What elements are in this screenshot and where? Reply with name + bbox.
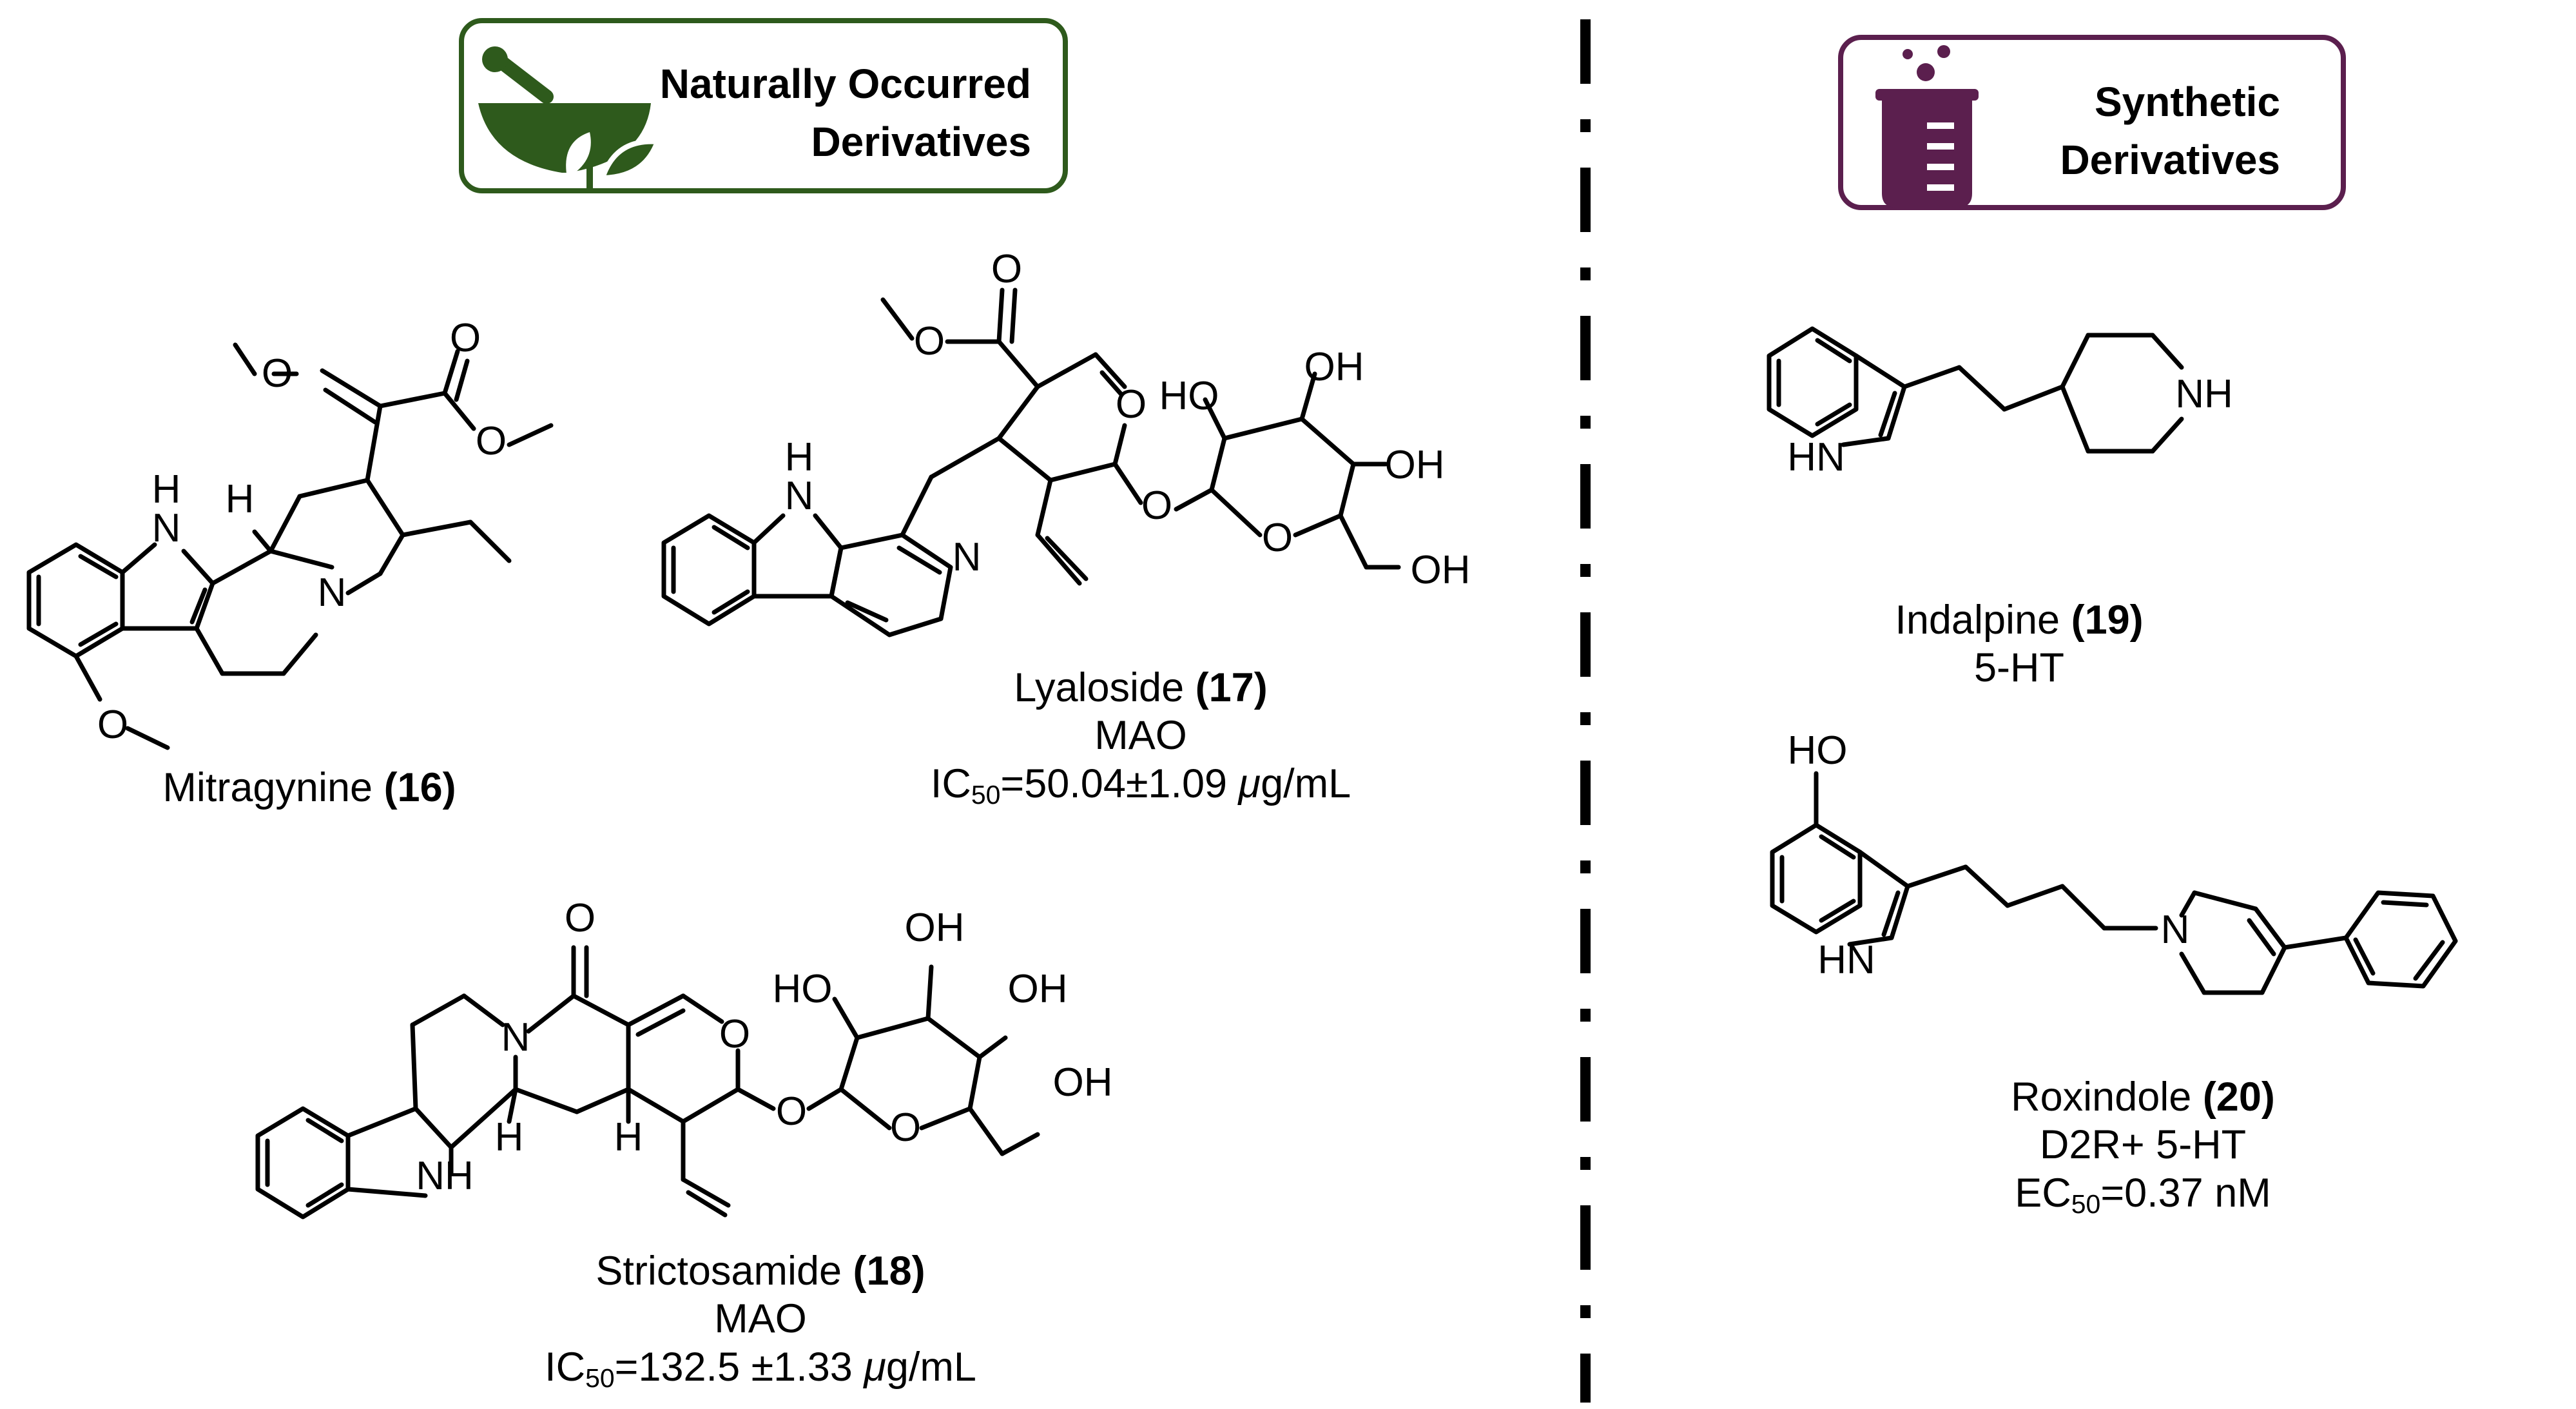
compound-target: MAO: [1094, 713, 1187, 759]
compound-number: (20): [2202, 1074, 2275, 1120]
svg-text:N: N: [953, 535, 982, 579]
svg-text:H: H: [152, 467, 181, 512]
natural-badge-line2: Derivatives: [811, 119, 1031, 165]
svg-text:OH: OH: [1385, 443, 1445, 487]
svg-text:O: O: [1141, 483, 1172, 528]
svg-text:NH: NH: [416, 1154, 474, 1198]
svg-text:OH: OH: [1008, 967, 1068, 1011]
svg-text:O: O: [890, 1105, 921, 1150]
svg-text:OH: OH: [1053, 1060, 1113, 1105]
caption-indalpine: Indalpine (19) 5-HT: [1895, 596, 2143, 692]
natural-badge: Naturally Occurred Derivatives: [459, 18, 1068, 193]
svg-text:H: H: [614, 1115, 643, 1160]
roxindole-structure: [1770, 771, 2458, 995]
svg-text:O: O: [914, 319, 945, 364]
lyaloside-structure: [661, 287, 1401, 637]
svg-text:H: H: [785, 435, 814, 480]
caption-roxindole: Roxindole (20) D2R+ 5-HT EC50=0.37 nM: [2011, 1073, 2275, 1220]
compound-name: Lyaloside: [1014, 665, 1185, 710]
compound-number: (18): [853, 1249, 925, 1294]
svg-text:O: O: [476, 419, 507, 463]
beaker-icon: [1875, 45, 1979, 208]
synthetic-badge-line1: Synthetic: [2095, 79, 2280, 125]
svg-text:H: H: [226, 477, 255, 521]
strictosamide-structure: [255, 945, 1040, 1220]
synthetic-badge-line2: Derivatives: [2060, 137, 2280, 183]
svg-text:OH: OH: [905, 906, 965, 950]
svg-text:HN: HN: [1787, 435, 1845, 480]
compound-name: Roxindole: [2011, 1074, 2192, 1120]
svg-text:O: O: [719, 1012, 750, 1056]
svg-text:N: N: [785, 474, 814, 518]
indalpine-labels: HN NH: [1787, 372, 2233, 480]
compound-ic50: IC50=50.04±1.09 μg/mL: [930, 761, 1351, 810]
svg-text:O: O: [1116, 382, 1147, 427]
synthetic-badge: Synthetic Derivatives: [1838, 35, 2346, 210]
mitragynine-labels: H N H N O O O O: [97, 316, 507, 747]
svg-text:NH: NH: [2175, 372, 2233, 416]
svg-text:O: O: [1262, 516, 1293, 560]
indalpine-structure: [1767, 326, 2184, 454]
svg-text:N: N: [501, 1015, 530, 1060]
svg-text:HO: HO: [773, 967, 833, 1011]
mitragynine-structure: [26, 342, 554, 750]
mortar-pestle-leaf-icon: [477, 46, 661, 193]
svg-text:OH: OH: [1304, 345, 1364, 389]
svg-text:O: O: [565, 896, 596, 940]
natural-badge-line1: Naturally Occurred: [660, 61, 1031, 107]
strictosamide-labels: O N O NH H H O O HO OH OH OH: [416, 896, 1112, 1198]
svg-text:N: N: [152, 506, 181, 550]
lyaloside-labels: H N N O O O O O HO OH OH OH: [785, 247, 1471, 592]
caption-lyaloside: Lyaloside (17) MAO IC50=50.04±1.09 μg/mL: [931, 664, 1351, 810]
compound-ec50: EC50=0.37 nM: [2015, 1170, 2271, 1219]
svg-text:OH: OH: [1411, 548, 1471, 592]
svg-text:HN: HN: [1817, 938, 1875, 982]
compound-name: Indalpine: [1895, 598, 2060, 643]
svg-text:HO: HO: [1788, 728, 1848, 773]
svg-text:H: H: [495, 1115, 524, 1160]
compound-name: Mitragynine: [162, 765, 373, 810]
svg-text:O: O: [991, 247, 1022, 291]
svg-text:N: N: [2161, 908, 2190, 952]
compound-target: MAO: [714, 1296, 807, 1342]
compound-target: D2R+ 5-HT: [2039, 1122, 2247, 1168]
svg-text:HO: HO: [1159, 374, 1219, 418]
compound-number: (16): [383, 765, 456, 810]
svg-text:O: O: [450, 316, 481, 360]
compound-number: (19): [2071, 598, 2144, 643]
caption-strictosamide: Strictosamide (18) MAO IC50=132.5 ±1.33 …: [545, 1247, 976, 1394]
svg-text:O: O: [776, 1089, 807, 1134]
roxindole-labels: HO HN N: [1788, 728, 2190, 982]
svg-text:O: O: [262, 351, 293, 396]
svg-text:N: N: [318, 570, 347, 615]
caption-mitragynine: Mitragynine (16): [162, 764, 456, 811]
svg-text:O: O: [97, 703, 128, 747]
compound-number: (17): [1195, 665, 1268, 710]
compound-name: Strictosamide: [596, 1249, 842, 1294]
compound-ic50: IC50=132.5 ±1.33 μg/mL: [545, 1344, 976, 1393]
compound-target: 5-HT: [1973, 645, 2064, 691]
